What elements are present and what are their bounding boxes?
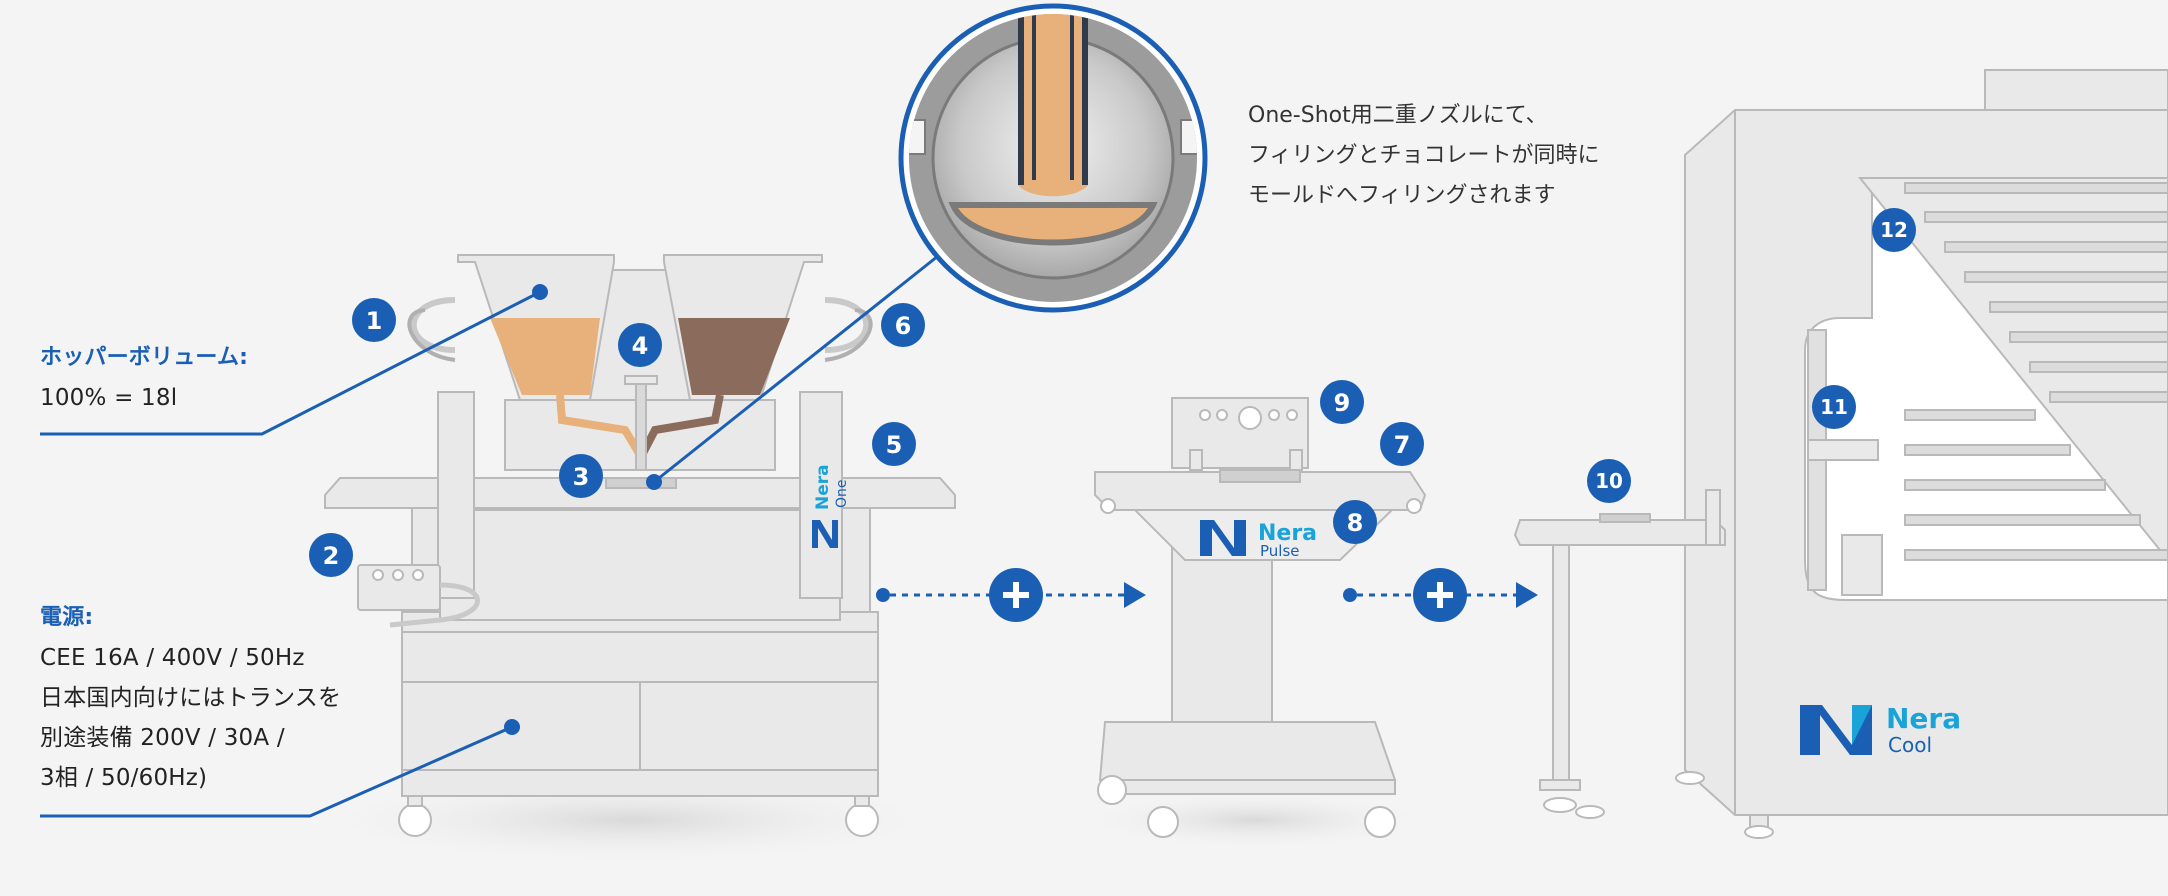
- nera-cool-logo: Nera Cool: [1800, 702, 1961, 757]
- leader-lines: [40, 254, 939, 818]
- power-line: 日本国内向けにはトランスを: [40, 685, 342, 711]
- pulse-base: [1098, 721, 1397, 781]
- badge-number: 9: [1334, 389, 1351, 417]
- power-title: 電源:: [40, 605, 94, 630]
- badge-9: 9: [1320, 380, 1364, 424]
- right-column: [799, 391, 843, 599]
- badge-number: 4: [632, 332, 649, 360]
- arrow-right-icon: [1516, 582, 1538, 608]
- nozzle-note-line: One-Shot用二重ノズルにて、: [1248, 103, 1548, 128]
- badge-number: 10: [1595, 469, 1623, 493]
- badge-8: 8: [1333, 500, 1377, 544]
- leader-dot: [504, 719, 520, 735]
- badge-number: 6: [895, 312, 912, 340]
- power-line: 別途装備 200V / 30A /: [40, 725, 285, 751]
- power-line: CEE 16A / 400V / 50Hz: [40, 645, 305, 671]
- badge-number: 5: [886, 431, 903, 459]
- left-column: [437, 391, 475, 599]
- floor-shadow: [300, 775, 960, 865]
- badge-number: 11: [1820, 395, 1848, 419]
- nera-pulse-brand: Nera: [1258, 521, 1317, 546]
- hopper-volume-label: ホッパーボリューム: 100% = 18l: [40, 338, 248, 418]
- nera-one-brand: Nera: [813, 464, 833, 510]
- badge-number: 3: [573, 463, 590, 491]
- power-line: 3相 / 50/60Hz): [40, 765, 208, 791]
- badge-number: 8: [1347, 509, 1364, 537]
- nera-pulse-logo: Nera Pulse: [1200, 520, 1317, 560]
- flow-connector-pulse-cool: [1343, 568, 1538, 622]
- badge-11: 11: [1812, 385, 1856, 429]
- nera-pulse-sub: Pulse: [1260, 542, 1300, 560]
- power-leader: [40, 725, 513, 818]
- pulse-logo-plate: [1132, 509, 1395, 561]
- power-label: 電源: CEE 16A / 400V / 50Hz 日本国内向けにはトランスを …: [40, 598, 341, 798]
- badge-5: 5: [872, 422, 916, 466]
- nera-one-logo: Nera One: [812, 464, 850, 548]
- nera-one-sub: One: [834, 479, 850, 508]
- nozzle-note-line: モールドへフィリングされます: [1248, 183, 1556, 208]
- leader-dot: [532, 284, 548, 300]
- conveyor-table: [324, 477, 956, 509]
- badge-3: 3: [559, 454, 603, 498]
- leader-dot: [646, 474, 662, 490]
- nera-pulse-machine: [1094, 397, 1427, 838]
- cooler-shelves: [1904, 182, 2168, 561]
- flow-connector-one-pulse: [876, 568, 1146, 622]
- nera-cool-machine: [1513, 69, 2168, 839]
- badge-4: 4: [618, 323, 662, 367]
- nozzle-leader: [653, 254, 939, 484]
- badge-7: 7: [1380, 422, 1424, 466]
- hopper-leader: [40, 290, 541, 436]
- nozzle-note: One-Shot用二重ノズルにて、 フィリングとチョコレートが同時に モールドへ…: [1248, 96, 1600, 216]
- badge-number: 7: [1394, 431, 1411, 459]
- badge-6: 6: [881, 303, 925, 347]
- badge-2: 2: [309, 533, 353, 577]
- transfer-table: [1513, 519, 1726, 546]
- hopper-volume-value: 100% = 18l: [40, 385, 178, 411]
- badge-number: 1: [366, 307, 383, 335]
- badge-number: 12: [1880, 218, 1908, 242]
- arrow-right-icon: [1124, 582, 1146, 608]
- nozzle-note-line: フィリングとチョコレートが同時に: [1248, 143, 1600, 168]
- badge-12: 12: [1872, 208, 1916, 252]
- nozzle-zoom-lens: [898, 3, 1208, 313]
- nera-cool-brand: Nera: [1886, 702, 1961, 735]
- nera-cool-sub: Cool: [1888, 733, 1932, 757]
- badge-number: 2: [323, 542, 340, 570]
- badge-1: 1: [352, 298, 396, 342]
- hopper-volume-title: ホッパーボリューム:: [40, 345, 249, 370]
- badge-10: 10: [1587, 459, 1631, 503]
- nera-one-machine: [324, 254, 956, 837]
